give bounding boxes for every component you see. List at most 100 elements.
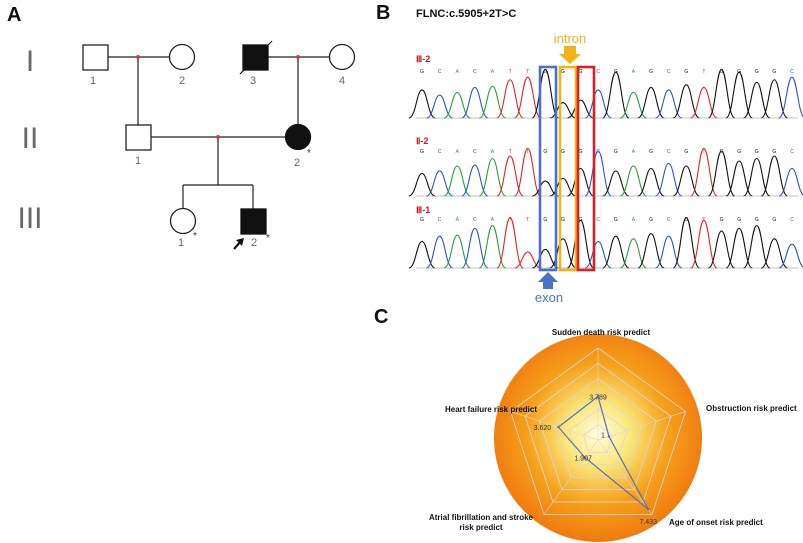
base-call: T bbox=[526, 149, 529, 155]
radar-spoke bbox=[510, 411, 599, 441]
trace-peak bbox=[725, 160, 753, 197]
radar-value-label: 3.789 bbox=[589, 394, 607, 401]
base-call: C bbox=[473, 217, 477, 223]
pedigree-member-I-2: 2 bbox=[168, 43, 196, 87]
svg-text:*: * bbox=[266, 233, 270, 244]
exon-callout-label: exon bbox=[535, 290, 563, 305]
base-call: G bbox=[755, 149, 759, 155]
axis-label-heart-failure: Heart failure risk predict bbox=[445, 405, 537, 414]
radar-series-line bbox=[557, 395, 649, 510]
generation-label-1: I bbox=[26, 45, 34, 78]
base-call: A bbox=[632, 217, 636, 223]
radar-value-label: 7.433 bbox=[639, 519, 657, 526]
trace-peak bbox=[743, 157, 771, 197]
base-call: T bbox=[526, 217, 529, 223]
base-call: C bbox=[667, 217, 671, 223]
trace-peak bbox=[778, 76, 803, 119]
trace-peak bbox=[743, 225, 771, 269]
base-call: G bbox=[649, 149, 653, 155]
deceased-slash bbox=[239, 40, 273, 75]
base-call: G bbox=[649, 69, 653, 75]
trace-peak bbox=[549, 238, 577, 269]
trace-peak bbox=[496, 79, 524, 119]
trace-peak bbox=[760, 155, 788, 197]
base-call: A bbox=[456, 217, 460, 223]
trace-peak bbox=[637, 167, 665, 197]
trace-peak bbox=[619, 238, 647, 269]
trace-peak bbox=[602, 71, 630, 119]
base-call: T bbox=[526, 69, 529, 75]
base-call: C bbox=[438, 149, 442, 155]
axis-label-age-onset: Age of onset risk predict bbox=[669, 518, 763, 527]
trace-peak bbox=[690, 219, 718, 269]
base-call: C bbox=[667, 69, 671, 75]
trace-peak bbox=[778, 243, 803, 269]
base-call: G bbox=[684, 217, 688, 223]
trace-peak bbox=[461, 86, 489, 119]
trace-peak bbox=[672, 165, 700, 197]
radar-value-label: 1.907 bbox=[574, 456, 592, 463]
base-call: C bbox=[438, 217, 442, 223]
trace-peak bbox=[408, 89, 436, 119]
trace-peak bbox=[496, 155, 524, 197]
base-call: G bbox=[614, 217, 618, 223]
base-call: G bbox=[772, 149, 776, 155]
proband-arrow-icon bbox=[233, 238, 244, 250]
trace-peak bbox=[549, 177, 577, 197]
pedigree-member-II-1: 1 bbox=[125, 124, 152, 167]
radar-ring bbox=[524, 362, 672, 503]
base-call: G bbox=[649, 217, 653, 223]
radar-point bbox=[647, 507, 650, 511]
trace-peak bbox=[655, 162, 683, 197]
trace-peak bbox=[707, 150, 736, 197]
panel-label-c: C bbox=[374, 306, 389, 328]
base-call: C bbox=[667, 149, 671, 155]
trace-peak bbox=[637, 86, 665, 119]
base-call: C bbox=[473, 149, 477, 155]
base-call: G bbox=[579, 69, 583, 75]
radar-spoke bbox=[597, 439, 653, 515]
radar-ring bbox=[553, 393, 643, 478]
svg-text:3: 3 bbox=[250, 75, 256, 87]
base-call: G bbox=[614, 149, 618, 155]
pedigree: I II III 1 2 bbox=[17, 40, 356, 250]
base-call: A bbox=[632, 69, 636, 75]
trace-peak bbox=[426, 170, 454, 197]
svg-text:2: 2 bbox=[294, 157, 300, 169]
base-call: C bbox=[596, 69, 600, 75]
trace-peak bbox=[443, 165, 471, 197]
base-call: C bbox=[596, 217, 600, 223]
trace-peak bbox=[531, 248, 559, 269]
svg-text:1: 1 bbox=[178, 237, 184, 249]
base-call: G bbox=[737, 149, 741, 155]
trace-peak bbox=[760, 238, 788, 269]
track-label-2: Ⅱ-2 bbox=[416, 136, 428, 146]
trace-peak bbox=[602, 170, 630, 197]
intron-arrow-icon bbox=[559, 46, 581, 64]
trace-peak bbox=[690, 147, 718, 197]
svg-text:2: 2 bbox=[251, 237, 257, 249]
trace-peak bbox=[637, 232, 665, 269]
base-call: C bbox=[790, 149, 794, 155]
base-call: T bbox=[509, 217, 512, 223]
trace-peak bbox=[620, 91, 647, 119]
trace-peak bbox=[708, 230, 736, 269]
base-call: G bbox=[561, 69, 565, 75]
panel-label-a: A bbox=[7, 4, 22, 26]
trace-peak bbox=[584, 150, 612, 197]
trace-peak bbox=[531, 68, 560, 119]
base-call: A bbox=[491, 217, 495, 223]
radar-spoke bbox=[597, 411, 686, 441]
base-call: G bbox=[684, 149, 688, 155]
trace-peak bbox=[655, 89, 683, 119]
axis-label-sudden-death: Sudden death risk predict bbox=[552, 328, 651, 337]
trace-peak bbox=[602, 235, 630, 269]
trace-peak bbox=[743, 81, 771, 119]
trace-peak bbox=[566, 219, 595, 269]
svg-text:4: 4 bbox=[339, 75, 345, 87]
exon-highlight-box bbox=[538, 65, 558, 272]
